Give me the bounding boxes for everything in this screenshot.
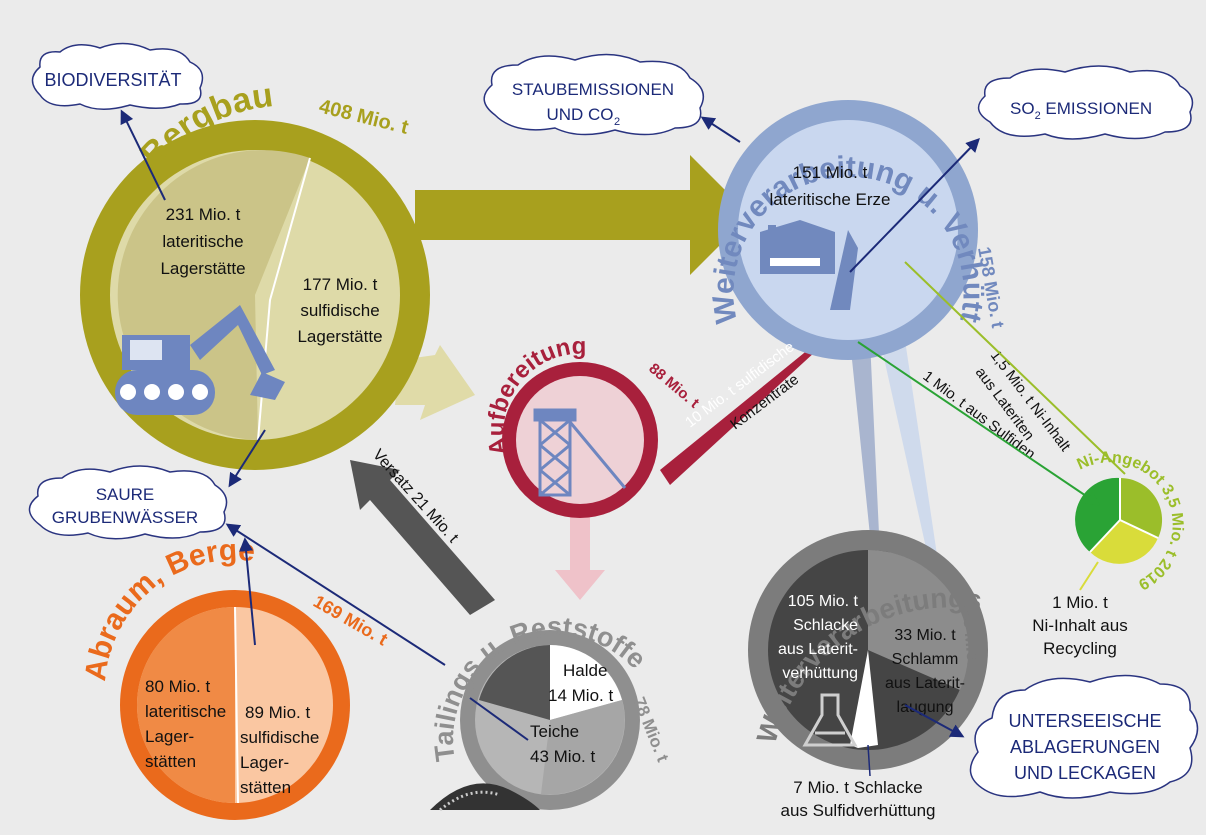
abgaenge-sulfid-amount: 7 Mio. t Schlacke xyxy=(793,778,922,797)
abgaenge-schlacke-label-3: verhüttung xyxy=(782,665,858,682)
abraum-sulfidisch-label-2: Lager- xyxy=(240,753,289,772)
abgaenge-schlacke-label-2: aus Laterit- xyxy=(778,641,858,658)
mine-headframe-icon xyxy=(533,408,627,497)
arrow-tailings-inner-line xyxy=(469,697,529,741)
arrow-recycling-to-angebot xyxy=(1079,561,1099,591)
abraum-lateritisch-label-3: stätten xyxy=(145,752,196,771)
abgaenge-schlamm-label: Schlamm xyxy=(892,651,959,668)
arrow-to-biodiversitaet xyxy=(120,109,166,201)
ni-recycling-amount: 1 Mio. t xyxy=(1052,593,1108,612)
abraum-lateritisch-amount: 80 Mio. t xyxy=(145,677,210,696)
tailings-node xyxy=(460,630,640,810)
abgaenge-schlamm-label-3: laugung xyxy=(897,699,954,716)
verhuettung-node xyxy=(718,100,978,360)
flow-arrow-versatz xyxy=(350,460,495,615)
tailings-halde-amount: 14 Mio. t xyxy=(548,686,613,705)
abgaenge-sulfid-label: aus Sulfidverhüttung xyxy=(781,801,936,820)
abgaenge-schlamm-label-2: aus Laterit- xyxy=(885,675,965,692)
abgaenge-node xyxy=(748,530,988,770)
verhuettung-erz-amount: 151 Mio. t xyxy=(793,163,868,182)
abraum-sulfidisch-label-3: stätten xyxy=(240,778,291,797)
tailings-teiche-amount: 43 Mio. t xyxy=(530,747,595,766)
cloud-so2-text: SO2 EMISSIONEN xyxy=(1010,99,1152,122)
arrow-to-unterseeisch xyxy=(904,704,965,738)
flask-icon xyxy=(802,693,858,747)
pie-slice-lateriten xyxy=(1120,477,1163,538)
cloud-so2: SO2 EMISSIONEN xyxy=(977,65,1194,140)
cloud-biodiversitaet-text: BIODIVERSITÄT xyxy=(44,70,181,90)
sulfid-schlacke-leader xyxy=(867,744,871,777)
cloud-unterseeisch-text-2: ABLAGERUNGEN xyxy=(1010,737,1160,757)
flow-arrow-verhuettung-to-schlacke xyxy=(850,340,895,580)
abraum-sulfidisch-amount: 89 Mio. t xyxy=(245,703,310,722)
flow-arrow-verhuettung-to-schlamm xyxy=(880,340,955,605)
tailings-teiche-label: Teiche xyxy=(530,722,579,741)
bergbau-sulfidisch-label-2: Lagerstätte xyxy=(297,327,382,346)
cloud-staubemissionen-text-2: UND CO xyxy=(546,105,613,124)
abraum-node xyxy=(120,590,350,820)
cloud-unterseeisch: UNTERSEEISCHE ABLAGERUNGEN UND LECKAGEN xyxy=(969,674,1199,799)
abgaenge-schlacke-amount: 105 Mio. t xyxy=(788,593,859,610)
flow-arrow-aufbereitung-to-verhuettung xyxy=(660,315,840,485)
excavator-icon xyxy=(115,305,285,415)
arrow-tailings-to-saure xyxy=(225,523,446,666)
cloud-staubemissionen-text: STAUBEMISSIONEN xyxy=(512,80,674,99)
ni-recycling-label-2: Recycling xyxy=(1043,639,1117,658)
bergbau-lateritisch-label-2: Lagerstätte xyxy=(160,259,245,278)
bergbau-sulfidisch-label: sulfidische xyxy=(300,301,379,320)
cloud-staubemissionen: STAUBEMISSIONEN UND CO 2 xyxy=(483,53,705,136)
tailings-pile-icon xyxy=(430,783,540,812)
cloud-biodiversitaet: BIODIVERSITÄT xyxy=(31,42,204,110)
abgaenge-schlacke-label: Schlacke xyxy=(793,617,858,634)
arrow-bergbau-to-saure xyxy=(228,429,266,488)
abgaenge-schlamm-amount: 33 Mio. t xyxy=(894,627,956,644)
bergbau-sulfidisch-amount: 177 Mio. t xyxy=(303,275,378,294)
flow-arrow-bergbau-to-verhuettung xyxy=(415,155,750,275)
verhuettung-erz-label: lateritische Erze xyxy=(770,190,891,209)
cloud-saure-text-2: GRUBENWÄSSER xyxy=(52,508,198,527)
abraum-sulfidisch-label: sulfidische xyxy=(240,728,319,747)
cloud-saure-text: SAURE xyxy=(96,485,155,504)
bergbau-lateritisch-label: lateritische xyxy=(162,232,243,251)
bergbau-node xyxy=(80,120,430,470)
cloud-unterseeisch-text-3: UND LECKAGEN xyxy=(1014,763,1156,783)
arrow-abraum-to-saure xyxy=(239,537,256,646)
ni-recycling-label: Ni-Inhalt aus xyxy=(1032,616,1127,635)
arrow-sulfiden-to-angebot xyxy=(857,341,1101,506)
arrow-to-staubemissionen xyxy=(700,116,741,143)
arrow-to-so2 xyxy=(849,137,980,273)
cloud-staubemissionen-subscript: 2 xyxy=(614,116,620,128)
factory-icon xyxy=(760,220,835,274)
abraum-lateritisch-label: lateritische xyxy=(145,702,226,721)
flow-arrow-aufbereitung-to-tailings xyxy=(555,510,605,600)
cloud-unterseeisch-text: UNTERSEEISCHE xyxy=(1008,711,1161,731)
arrow-lateriten-to-angebot xyxy=(904,261,1126,475)
abraum-lateritisch-label-2: Lager- xyxy=(145,727,194,746)
cloud-saure-grubenwaesser: SAURE GRUBENWÄSSER xyxy=(28,465,228,540)
bergbau-lateritisch-amount: 231 Mio. t xyxy=(166,205,241,224)
tailings-halde-label: Halde xyxy=(563,661,607,680)
